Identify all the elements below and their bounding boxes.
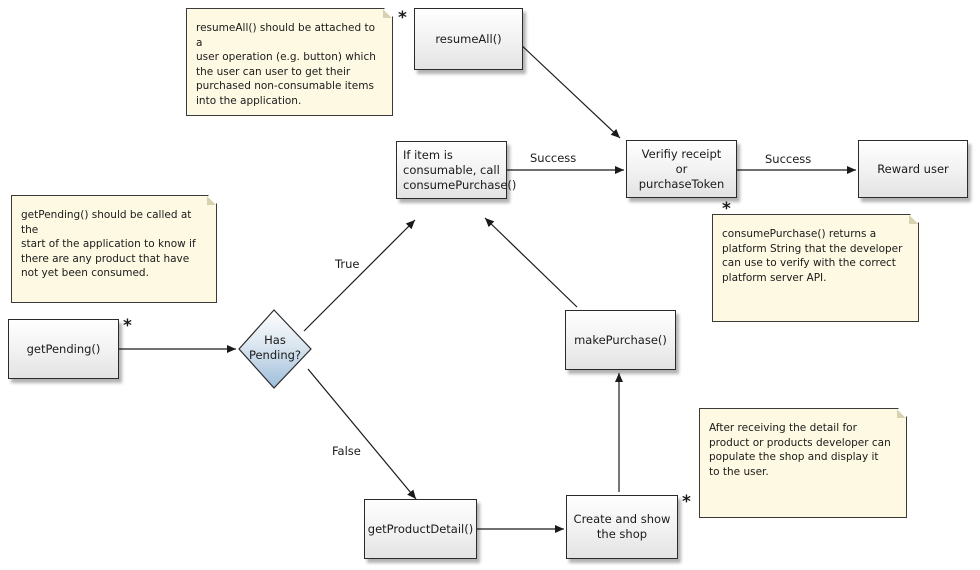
edge-label-success-2: Success — [765, 152, 812, 166]
node-createshop: Create and show the shop — [566, 495, 678, 559]
node-makepurchase: makePurchase() — [565, 310, 676, 370]
edge-label-false: False — [332, 444, 361, 458]
node-reward-label: Reward user — [877, 161, 949, 176]
node-verify: Verifiy receipt or purchaseToken — [626, 140, 737, 198]
edge-label-success-1: Success — [530, 151, 577, 165]
node-consume-check: If item is consumable, call consumePurch… — [396, 141, 516, 199]
note-resumeall: resumeAll() should be attached to a user… — [186, 8, 393, 116]
note-marker-star: * — [398, 8, 407, 28]
node-consume-check-label: If item is consumable, call consumePurch… — [403, 147, 517, 192]
node-getproductdetail: getProductDetail() — [364, 499, 477, 559]
node-createshop-label: Create and show the shop — [573, 512, 671, 541]
note-productdetail: After receiving the detail for product o… — [699, 408, 907, 518]
decision-label: Has Pending? — [248, 333, 302, 362]
note-marker-star: * — [722, 199, 731, 219]
node-reward: Reward user — [858, 140, 968, 198]
node-getproductdetail-label: getProductDetail() — [367, 521, 474, 536]
edge-label-true: True — [335, 257, 360, 271]
edge-makepurchase-to-consume — [484, 217, 578, 308]
note-getpending: getPending() should be called at the sta… — [11, 195, 217, 303]
note-marker-star: * — [123, 316, 132, 336]
note-marker-star: * — [682, 492, 691, 512]
node-makepurchase-label: makePurchase() — [574, 332, 667, 347]
node-resumeall-label: resumeAll() — [435, 31, 502, 46]
edge-haspending-true — [303, 219, 416, 332]
edge-resumeall-to-verify — [517, 41, 621, 139]
note-consumepurchase: consumePurchase() returns a platform Str… — [712, 214, 919, 322]
node-getpending-label: getPending() — [26, 341, 101, 356]
decision-diamond — [238, 309, 312, 389]
node-resumeall: resumeAll() — [414, 8, 523, 70]
node-getpending: getPending() — [8, 319, 119, 379]
edge-haspending-false — [307, 368, 417, 500]
node-verify-label: Verifiy receipt or purchaseToken — [638, 146, 725, 191]
